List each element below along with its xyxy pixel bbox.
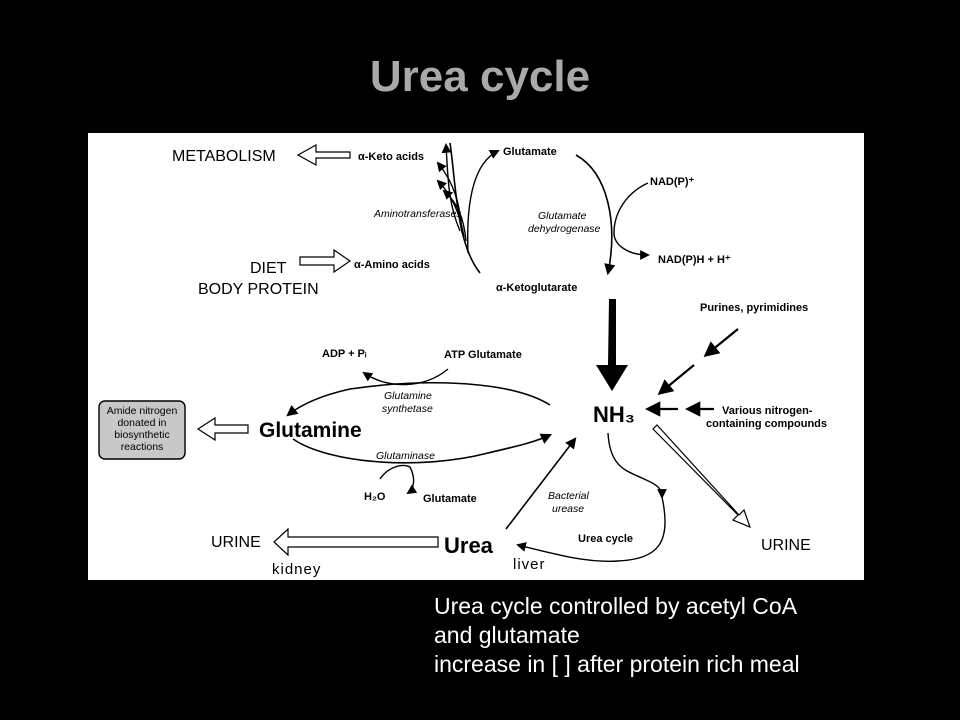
hollow-arrow-amide [196, 416, 249, 442]
caption-line-2: and glutamate [434, 622, 580, 648]
label-urine-right: URINE [761, 537, 811, 554]
label-urea-cycle: Urea cycle [578, 533, 633, 545]
caption-text: Urea cycle controlled by acetyl CoA and … [434, 592, 800, 679]
glutamine-synthetase-arc [286, 382, 551, 417]
label-various-line1: Various nitrogen- [722, 405, 813, 417]
caption-line-3: increase in [ ] after protein rich meal [434, 651, 800, 677]
label-nadph: NAD(P)H + H⁺ [658, 254, 731, 266]
aminotransferase-arc [449, 142, 481, 274]
label-bacterial-line1: Bacterial [548, 490, 590, 502]
caption-line-1: Urea cycle controlled by acetyl CoA [434, 593, 798, 619]
label-amide-line2: donated in [117, 417, 166, 429]
label-glutamate-top: Glutamate [503, 146, 557, 158]
label-amide-line3: biosynthetic [114, 429, 169, 441]
label-keto-acids: α-Keto acids [358, 151, 424, 163]
label-atp-glutamate: ATP Glutamate [444, 349, 522, 361]
label-purines: Purines, pyrimidines [700, 302, 808, 314]
arrow-purines-1 [703, 328, 739, 357]
label-amide-line4: reactions [121, 441, 164, 453]
arrow-to-glutamate [466, 149, 500, 254]
hollow-arrow-urine-left [273, 527, 439, 557]
arrow-purines-2 [657, 364, 695, 395]
label-h2o: H₂O [364, 491, 386, 503]
label-body-protein: BODY PROTEIN [198, 281, 319, 298]
glutaminase-arc [292, 433, 553, 464]
hollow-arrow-urine-right [652, 424, 752, 529]
big-arrow-nh3 [596, 299, 628, 391]
label-gdh-line1: Glutamate [538, 210, 587, 222]
label-glutamate-bottom: Glutamate [423, 493, 477, 505]
urea-cycle-diagram: METABOLISM α-Keto acids Glutamate NAD(P)… [88, 133, 864, 580]
diagram-svg: METABOLISM α-Keto acids Glutamate NAD(P)… [98, 142, 827, 578]
fan-arrow-4 [442, 189, 467, 242]
label-liver: liver [513, 556, 546, 573]
label-nadp: NAD(P)⁺ [650, 176, 694, 188]
label-gs-line1: Glutamine [384, 390, 432, 402]
slide-title: Urea cycle [369, 52, 591, 101]
label-glutaminase: Glutaminase [376, 450, 435, 462]
hollow-arrow-metabolism [296, 143, 351, 167]
label-aminotransferases: Aminotransferases [373, 208, 462, 220]
label-diet: DIET [250, 260, 287, 277]
urease-arrow [505, 437, 577, 530]
label-various-line2: containing compounds [706, 418, 827, 430]
label-gs-line2: synthetase [382, 403, 433, 415]
label-adp-pi: ADP + Pᵢ [322, 348, 367, 360]
atp-arc [362, 368, 449, 386]
label-amide-line1: Amide nitrogen [107, 405, 178, 417]
fan-arrow-3 [436, 179, 465, 238]
label-urea: Urea [444, 533, 494, 558]
label-glutamine: Glutamine [259, 419, 362, 442]
h2o-arc [379, 464, 418, 495]
label-nh3: NH₃ [593, 402, 635, 427]
label-amino-acids: α-Amino acids [354, 259, 430, 271]
label-kidney: kidney [272, 561, 321, 578]
label-gdh-line2: dehydrogenase [528, 223, 601, 235]
label-urine-left: URINE [211, 534, 261, 551]
nadp-arrow [613, 182, 650, 260]
urea-cycle-loop [516, 496, 666, 563]
label-bacterial-line2: urease [552, 503, 584, 515]
label-metabolism: METABOLISM [172, 148, 276, 165]
hollow-arrow-diet [299, 248, 352, 274]
amide-nitrogen-box [98, 400, 186, 460]
gdh-arc [575, 154, 616, 276]
nh3-to-urea-cycle [607, 432, 667, 499]
label-ketoglutarate: α-Ketoglutarate [496, 282, 577, 294]
